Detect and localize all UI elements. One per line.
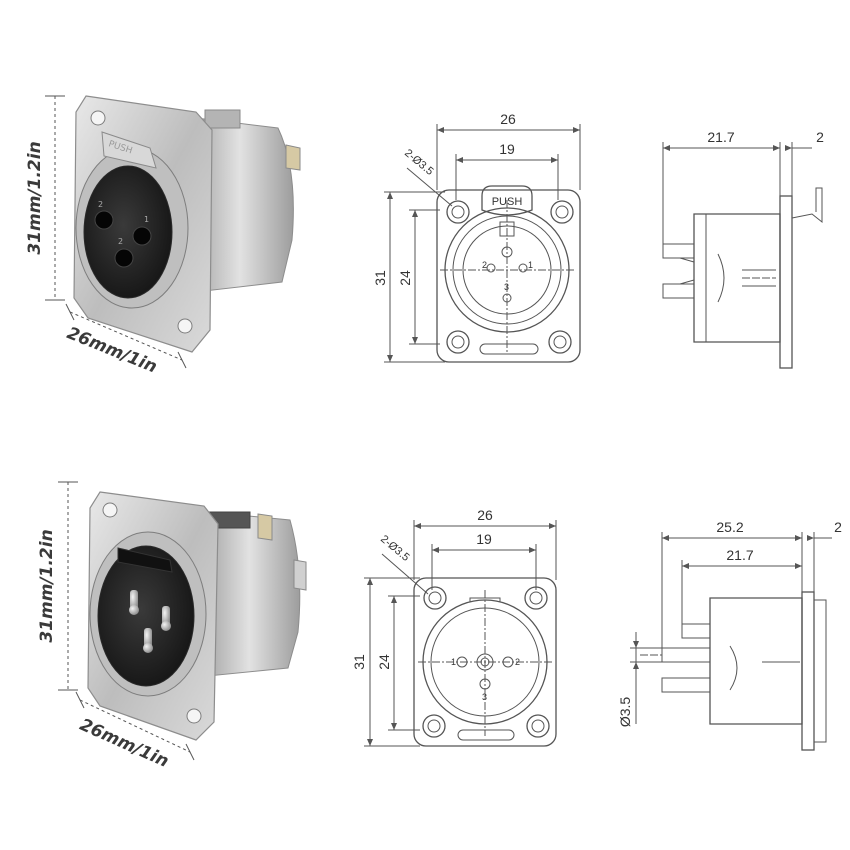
front-pin-1: 1 xyxy=(528,260,533,270)
photo-pin-label-1: 1 xyxy=(144,215,149,224)
photo-height-label-male: 31mm/1.2in xyxy=(37,529,57,642)
side-pin-diameter: Ø3.5 xyxy=(617,697,633,728)
female-side-drawing: 21.7 2 xyxy=(662,129,824,369)
side-depth-21-7: 21.7 xyxy=(707,129,734,145)
front-inner-24-male: 24 xyxy=(376,654,392,670)
front-height-31-male: 31 xyxy=(351,654,367,670)
female-front-drawing: 26 19 2-Ø3.5 31 24 xyxy=(372,111,581,363)
photo-height-dimension: 31mm/1.2in xyxy=(25,95,65,301)
male-front-drawing: 26 19 2-Ø3.5 31 24 xyxy=(351,507,557,747)
front-width-26: 26 xyxy=(500,111,516,127)
front-height-31: 31 xyxy=(372,270,388,286)
photo-height-label: 31mm/1.2in xyxy=(25,141,45,254)
female-connector-photo: 31mm/1.2in PUSH 2 1 2 26mm/1in xyxy=(25,95,301,377)
side-flange-2: 2 xyxy=(816,129,824,145)
photo-pin-label-2b: 2 xyxy=(118,237,123,246)
male-connector-photo: 31mm/1.2in 26mm/1in xyxy=(37,481,307,772)
side-total-depth-25-2: 25.2 xyxy=(716,519,743,535)
front-pin-2: 2 xyxy=(482,260,487,270)
front-spacing-19: 19 xyxy=(499,141,515,157)
front-hole-label-male: 2-Ø3.5 xyxy=(378,533,411,564)
front-spacing-19-male: 19 xyxy=(476,531,492,547)
front-pin-3-male: 3 xyxy=(482,692,487,702)
photo-pin-label-2a: 2 xyxy=(98,200,103,209)
side-flange-2-male: 2 xyxy=(834,519,842,535)
front-width-26-male: 26 xyxy=(477,507,493,523)
side-depth-21-7-male: 21.7 xyxy=(726,547,753,563)
male-side-drawing: 25.2 2 21.7 Ø3.5 xyxy=(617,519,842,751)
front-hole-label: 2-Ø3.5 xyxy=(402,147,435,178)
photo-height-dimension-male: 31mm/1.2in xyxy=(37,481,78,691)
front-inner-24: 24 xyxy=(397,270,413,286)
